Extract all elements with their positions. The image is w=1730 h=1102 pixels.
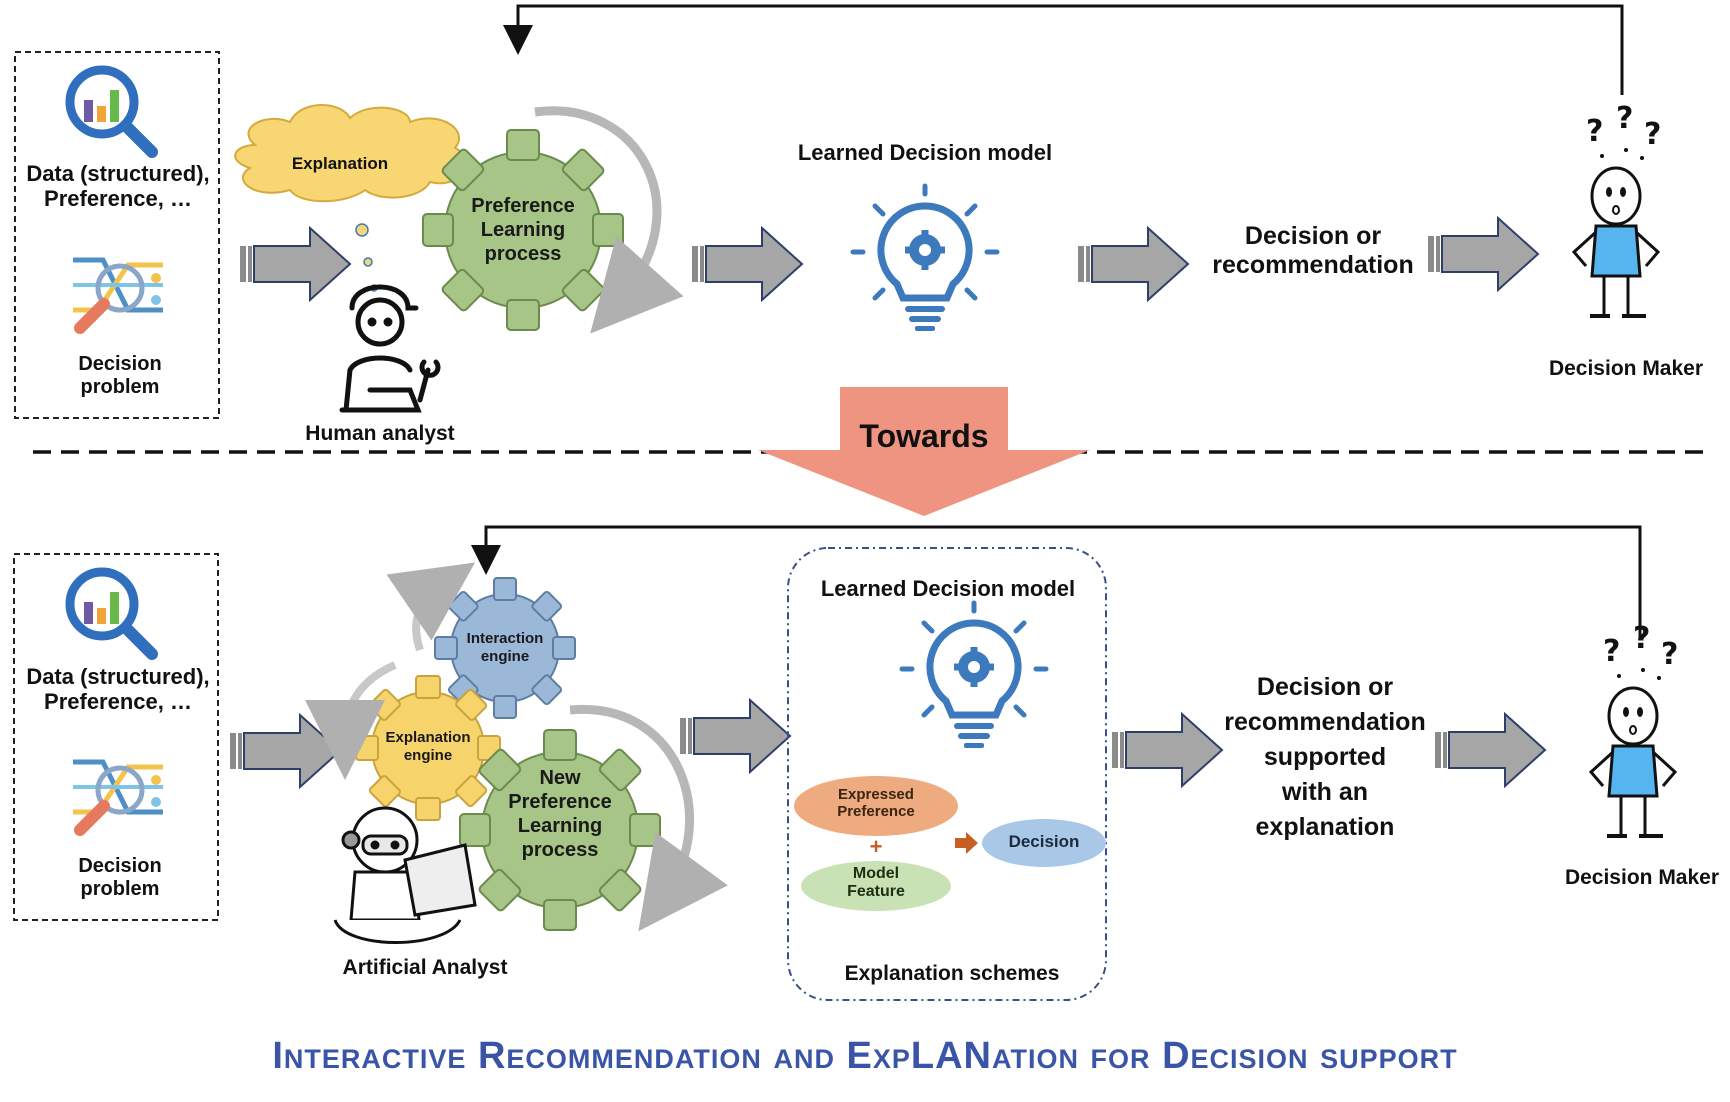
top-feedback-line — [503, 4, 1624, 95]
bottom-decision-problem-icon — [73, 762, 163, 830]
bottom-data-label: Data (structured), Preference, … — [26, 664, 210, 715]
top-model-label: Learned Decision model — [797, 140, 1053, 165]
towards-label: Towards — [859, 418, 989, 454]
bottom-feedback-line — [471, 525, 1642, 640]
scheme-arrow-icon — [955, 832, 978, 854]
bottom-magnifier-icon — [70, 572, 152, 654]
bottom-arrow-input — [229, 714, 341, 788]
footer-title: Interactive Recommendation and ExpLANati… — [272, 1035, 1458, 1077]
preference-learning-label: Preference Learning process — [471, 195, 575, 265]
top-arrow-model — [1077, 227, 1189, 301]
bottom-output-label: Decision or recommendation supported wit… — [1224, 673, 1426, 841]
bottom-rotation-arrow-main — [569, 704, 728, 932]
bottom-bulb-icon — [902, 603, 1046, 748]
top-decision-problem-label: Decision problem — [78, 353, 162, 398]
new-preference-learning-label: New Preference Learning process — [508, 767, 612, 861]
expressed-preference-ellipse — [794, 776, 958, 836]
top-data-label: Data (structured), Preference, … — [26, 161, 210, 212]
thought-bubble-2 — [363, 257, 373, 267]
explanation-schemes-caption: Explanation schemes — [844, 962, 1060, 985]
expressed-preference-label: Expressed Preference — [837, 786, 915, 821]
top-decision-problem-icon — [73, 260, 163, 328]
top-bulb-icon — [853, 186, 997, 331]
model-feature-label: Model Feature — [847, 865, 905, 901]
top-output-label: Decision or recommendation — [1212, 222, 1414, 279]
thought-bubble-1 — [355, 223, 369, 237]
top-decision-maker-figure — [1572, 99, 1664, 318]
top-rotation-arrow — [534, 106, 684, 334]
bottom-model-label: Learned Decision model — [820, 576, 1076, 601]
bottom-rotation-arrow-left — [305, 661, 397, 780]
decision-ellipse — [982, 819, 1106, 867]
artificial-analyst-label: Artificial Analyst — [342, 956, 508, 979]
top-arrow-gear — [691, 227, 803, 301]
human-analyst-label: Human analyst — [305, 422, 455, 445]
preference-learning-gear — [422, 129, 624, 331]
explanation-cloud-label: Explanation — [291, 154, 389, 173]
model-feature-ellipse — [801, 861, 951, 911]
top-decision-maker-label: Decision Maker — [1548, 357, 1704, 380]
decision-scheme-label: Decision — [1008, 832, 1080, 851]
bottom-rotation-arrow-top — [386, 562, 476, 652]
explanation-scheme-panel — [787, 547, 1107, 1001]
bottom-input-box — [13, 553, 219, 921]
interaction-engine-label: Interaction engine — [466, 630, 544, 665]
artificial-analyst-icon — [333, 806, 477, 944]
explanation-engine-label: Explanation engine — [385, 729, 471, 764]
top-magnifier-icon — [70, 70, 152, 152]
top-arrow-output — [1427, 217, 1539, 291]
top-arrow-input — [239, 227, 351, 301]
bottom-decision-problem-label: Decision problem — [78, 855, 162, 900]
bottom-decision-maker-label: Decision Maker — [1564, 866, 1720, 889]
human-analyst-icon — [339, 284, 441, 413]
bottom-arrow-output — [1434, 713, 1546, 787]
towards-arrow — [758, 387, 1090, 516]
top-input-box — [14, 51, 220, 419]
bottom-arrow-gears — [679, 699, 791, 773]
scheme-plus-label: + — [869, 834, 883, 859]
